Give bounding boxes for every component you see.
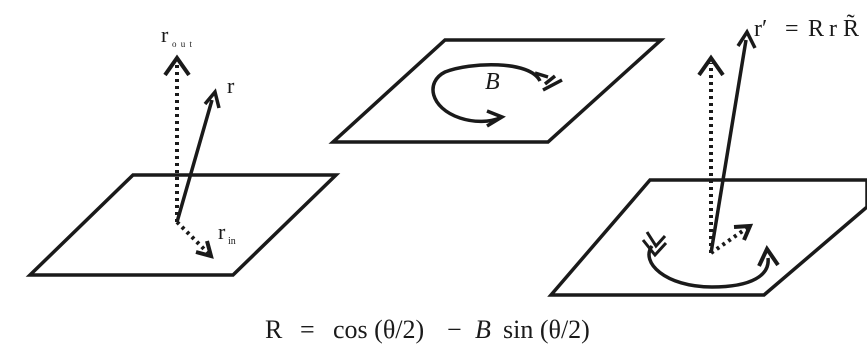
equation-lhs: R [265, 315, 283, 344]
equation-equals: = [300, 315, 315, 344]
bivector-tail-mark [534, 71, 563, 92]
equation-cos: cos (θ/2) [333, 315, 424, 344]
rotation-arc-head [757, 244, 780, 267]
rotation-arc [647, 244, 770, 289]
r-in-arrowhead [195, 240, 214, 259]
equation-sin: sin (θ/2) [503, 315, 590, 344]
r-prime-equals: = [785, 16, 799, 42]
r-out-label: r [161, 22, 169, 47]
rotor-R: R [808, 16, 824, 42]
r-prime-vector [709, 39, 748, 254]
right-plane [547, 178, 867, 297]
rotation-arc-tail-mark [641, 231, 668, 258]
r-out-rotated-arrowhead [697, 54, 725, 77]
left-panel: r o u t r r in [25, 22, 341, 277]
rotor-r: r [829, 16, 837, 42]
bivector-arrowhead [486, 109, 506, 128]
equation-bivector: B [475, 315, 491, 344]
r-in-vector [175, 220, 210, 255]
r-prime-label: r′ [754, 16, 767, 42]
left-plane [25, 173, 341, 277]
r-in-label: r [218, 219, 226, 244]
r-out-arrowhead [163, 54, 191, 77]
right-panel: r′ = R r R̃ [547, 14, 867, 297]
middle-plane [328, 38, 666, 144]
rotor-reverse: R̃ [843, 14, 859, 42]
bivector-arc [431, 62, 542, 124]
equation-minus: − [447, 315, 462, 344]
bivector-label: B [485, 69, 500, 95]
r-out-subscript: o u t [172, 39, 193, 49]
r-vector [175, 99, 214, 223]
r-in-subscript: in [228, 236, 236, 247]
rotor-equation: R = cos (θ/2) − B sin (θ/2) [265, 315, 590, 344]
r-arrowhead [203, 88, 221, 109]
r-label: r [227, 73, 235, 98]
r-prime-arrowhead [736, 28, 757, 49]
middle-panel: B [328, 38, 666, 144]
r-in-rotated-vector [709, 226, 749, 255]
r-in-rotated-arrowhead [733, 223, 754, 241]
